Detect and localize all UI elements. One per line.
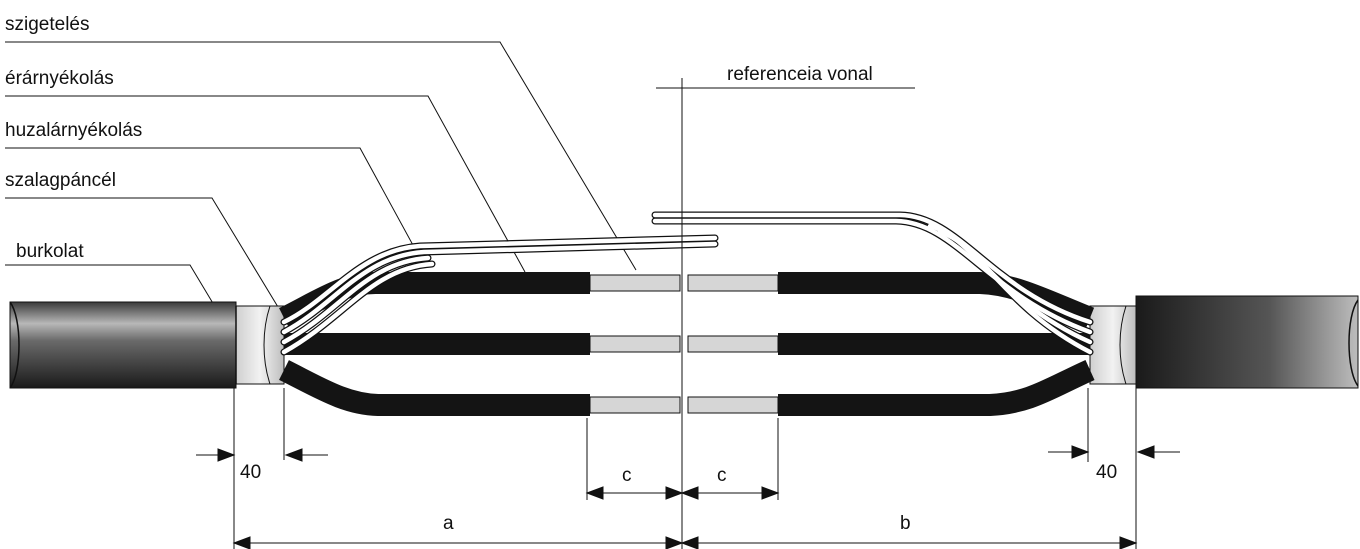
dimension-arrows bbox=[196, 445, 1180, 549]
left-cable-sheath bbox=[9, 301, 237, 389]
extension-lines bbox=[233, 388, 1137, 549]
dim-a: a bbox=[443, 513, 454, 534]
dim-c-left: c bbox=[622, 465, 632, 486]
label-tape-armour: szalagpáncél bbox=[5, 170, 116, 191]
label-screen: érárnyékolás bbox=[5, 68, 114, 89]
label-sheath: burkolat bbox=[16, 241, 84, 262]
wire-screen-left bbox=[280, 234, 719, 356]
right-tape-armour bbox=[1089, 305, 1137, 385]
label-insulation: szigetelés bbox=[5, 14, 90, 35]
wire-screen-right bbox=[651, 211, 1094, 356]
dim-b: b bbox=[900, 513, 911, 534]
right-cable-sheath bbox=[1135, 295, 1359, 389]
dim-left-40: 40 bbox=[240, 462, 261, 483]
dim-right-40: 40 bbox=[1096, 462, 1117, 483]
label-reference-line: referenceia vonal bbox=[727, 64, 873, 85]
dim-c-right: c bbox=[717, 465, 727, 486]
label-leaders bbox=[5, 41, 915, 308]
insulation-sections bbox=[589, 274, 779, 414]
left-tape-armour bbox=[235, 305, 285, 385]
label-wire-screen: huzalárnyékolás bbox=[5, 120, 142, 141]
